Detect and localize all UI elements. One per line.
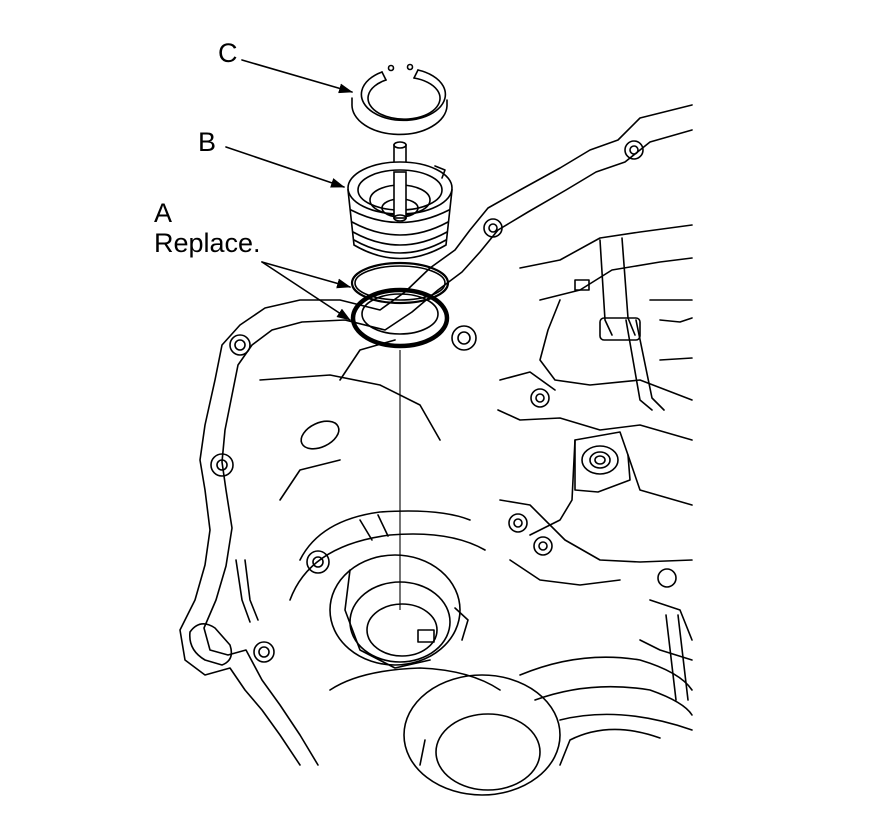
callout-c-label: C <box>218 38 238 68</box>
transmission-housing <box>179 104 693 796</box>
part-a-o-rings <box>350 261 450 349</box>
callout-a-label: A <box>154 198 172 228</box>
arrow-icon <box>241 59 353 94</box>
arrow-icon <box>261 261 351 289</box>
arrow-icon <box>225 146 345 188</box>
leader-arrows <box>225 59 353 321</box>
callout-a-note: Replace. <box>154 228 261 258</box>
callout-b-label: B <box>198 127 216 157</box>
part-c-snap-ring <box>351 63 448 136</box>
arrow-icon <box>261 261 351 321</box>
part-b-plug <box>347 141 453 260</box>
